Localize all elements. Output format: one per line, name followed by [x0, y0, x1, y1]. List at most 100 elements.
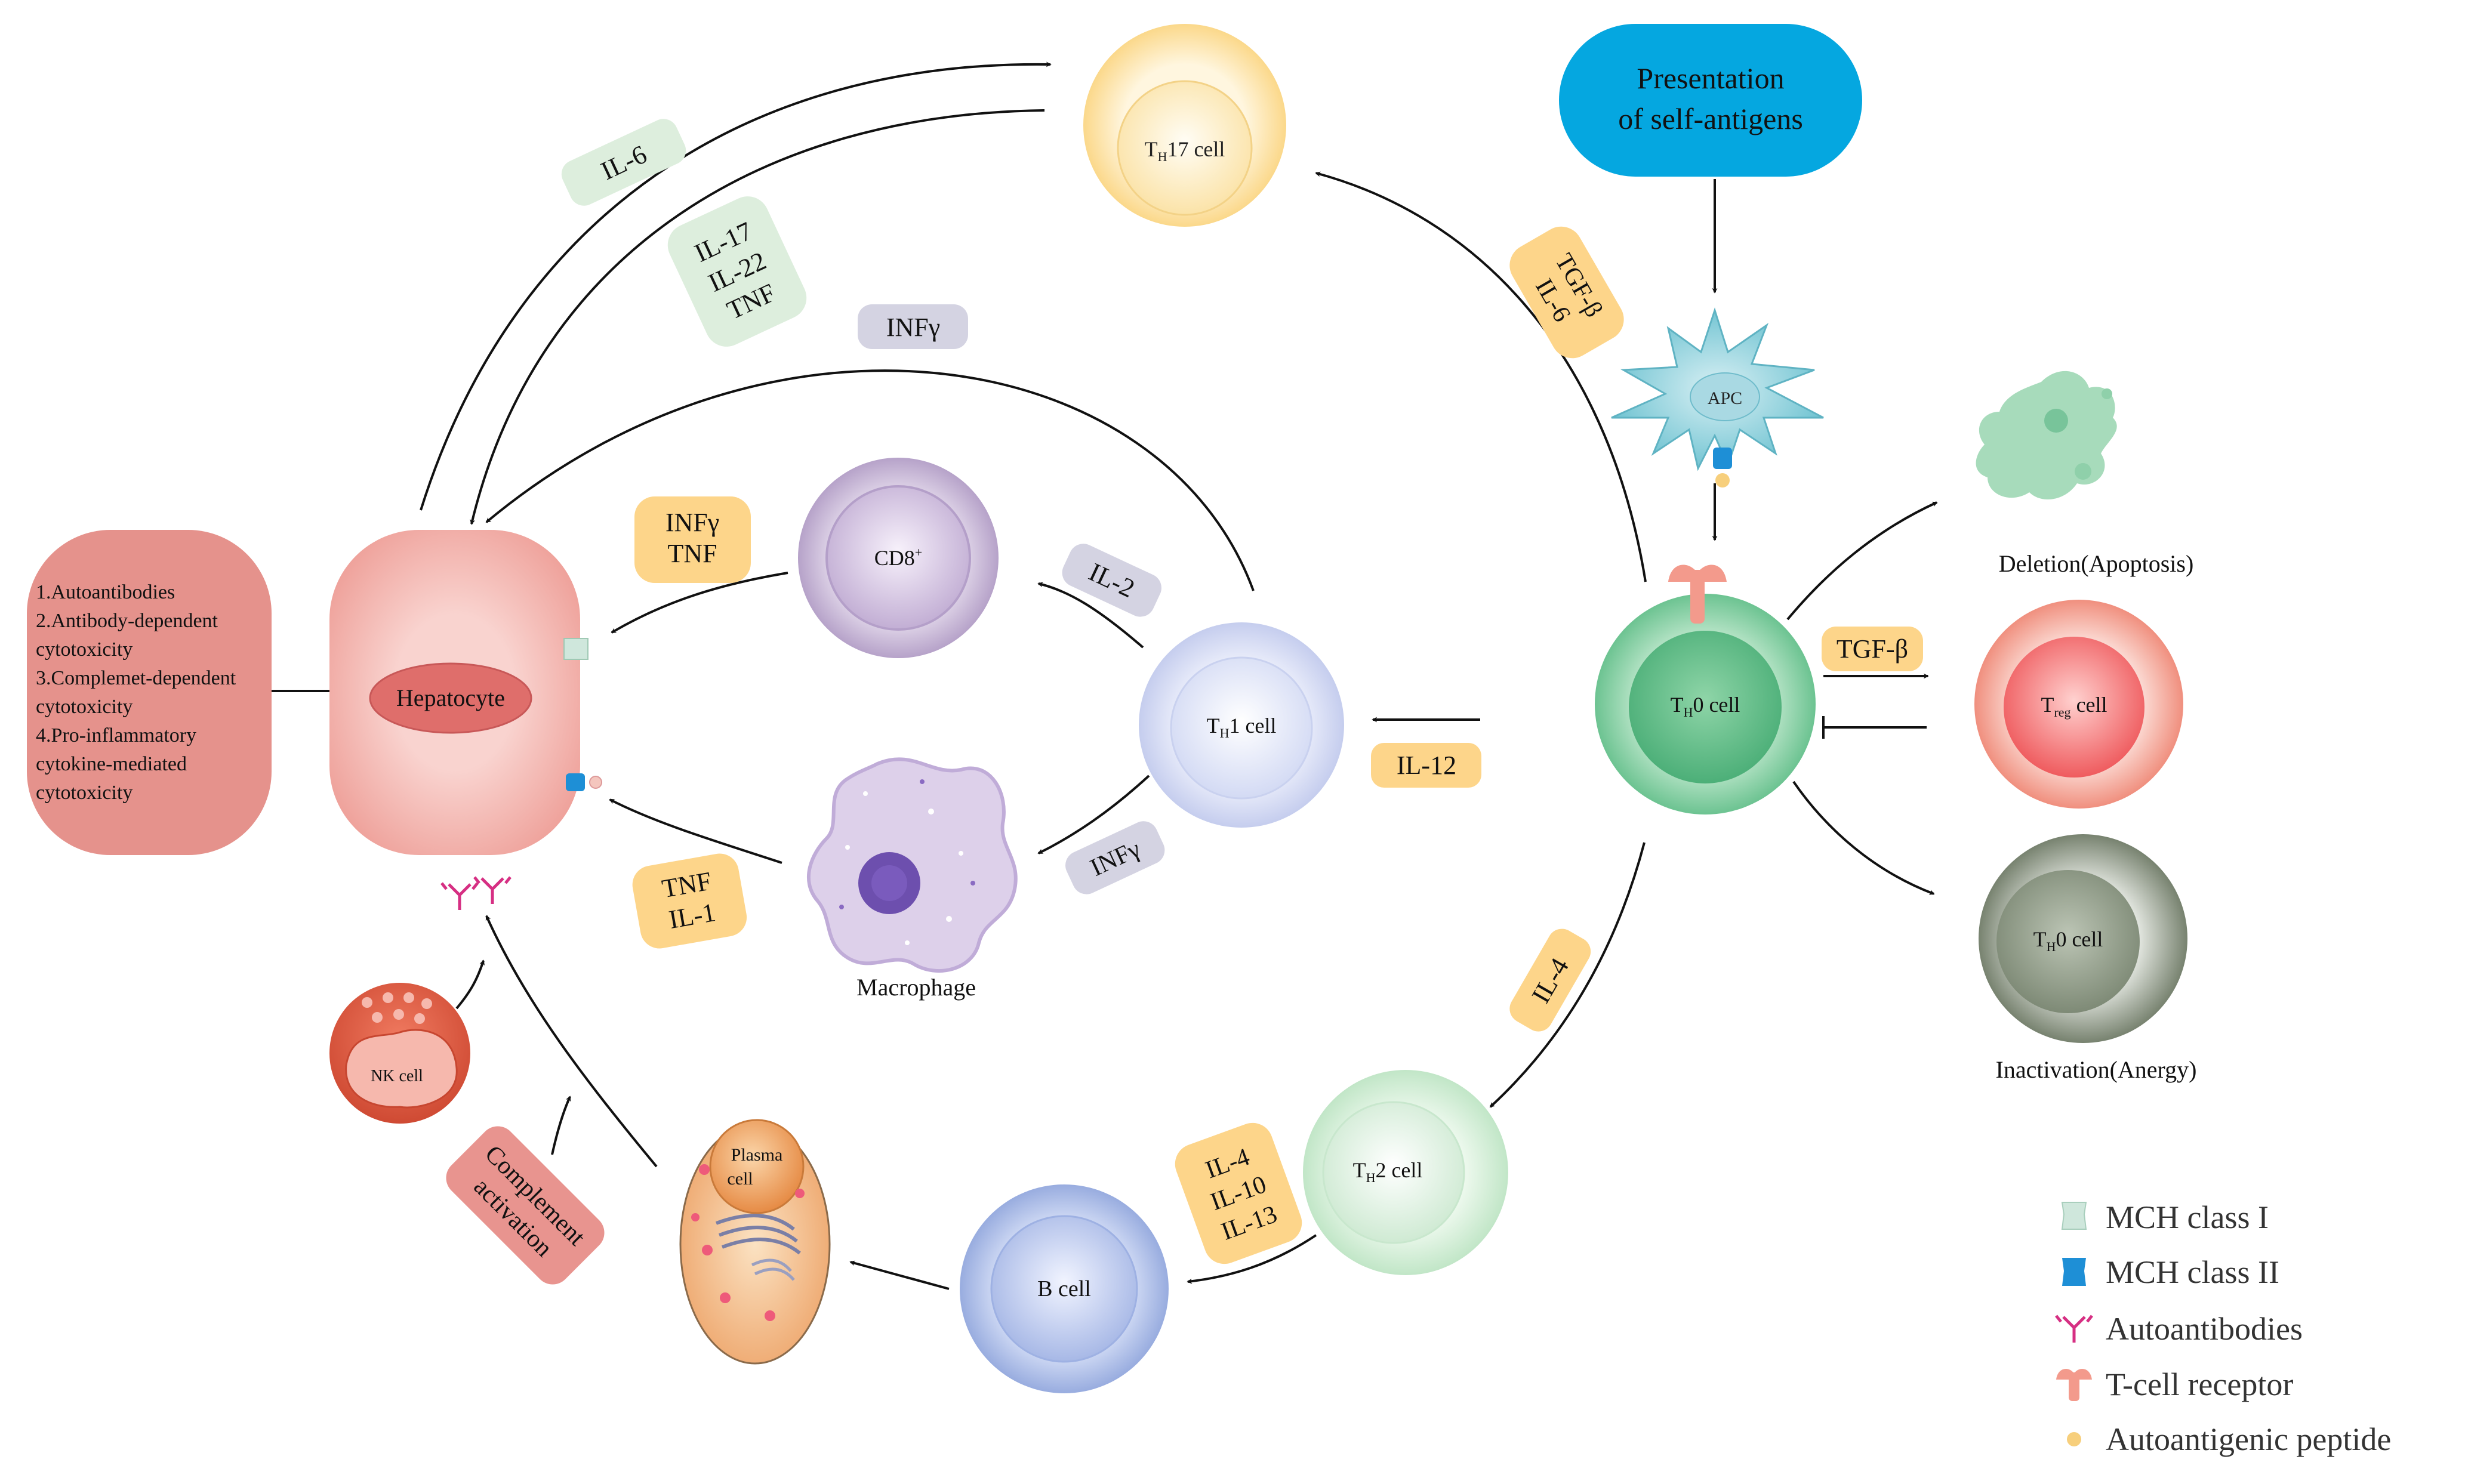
th0-cell: TH0 cell [1595, 564, 1816, 814]
mhc-class-2-icon [2062, 1258, 2086, 1286]
treg-main: T [2041, 693, 2054, 717]
autoantigenic-peptide-icon [2067, 1432, 2081, 1446]
th2-main: T [1353, 1158, 1366, 1182]
svg-text:TH1 cell: TH1 cell [1207, 714, 1277, 741]
cd8-main: CD8 [874, 546, 915, 570]
arrow-macrophage-to-hepatocyte [609, 798, 782, 864]
legend-label-autoantibodies: Autoantibodies [2106, 1311, 2303, 1347]
mhc-class-1-icon [2061, 1202, 2087, 1230]
hepatocyte-mhc-class-1 [563, 638, 588, 660]
label-infg-macrophage: INFγ [1065, 821, 1165, 894]
mechanism-line-1: 1.Autoantibodies [36, 581, 175, 603]
th0-rest: 0 cell [1693, 693, 1740, 717]
plasma-line-1: Plasma [731, 1145, 783, 1165]
anergy-main: T [2033, 927, 2047, 951]
label-tgfb-il6: TGF-β IL-6 [1509, 226, 1624, 359]
svg-text:TH2 cell: TH2 cell [1353, 1158, 1423, 1185]
legend-item-autoantigenic-peptide: Autoantigenic peptide [2067, 1421, 2391, 1457]
nk-cell-label: NK cell [371, 1067, 423, 1085]
plasma-cell: Plasma cell [679, 1119, 831, 1365]
th1-rest: 1 cell [1229, 714, 1276, 738]
mechanism-line-2: 2.Antibody-dependent [36, 610, 218, 632]
arrow-th0-to-th2 [1489, 842, 1646, 1108]
presentation-of-self-antigens-box: Presentation of self-antigens [1559, 24, 1862, 177]
macrophage-caption: Macrophage [856, 974, 976, 1001]
infg-cd8-text: INFγ [665, 508, 719, 537]
arrow-plasma-to-autoantibodies [485, 915, 658, 1168]
plasma-line-2: cell [727, 1169, 753, 1189]
mechanisms-box: 1.Autoantibodies 2.Antibody-dependent cy… [27, 530, 272, 855]
mechanism-line-3: cytotoxicity [36, 638, 133, 661]
hepatocyte-label: Hepatocyte [396, 684, 505, 711]
th1-sub: H [1220, 726, 1230, 741]
th1-main: T [1207, 714, 1220, 738]
t-cell-receptor [1668, 564, 1727, 624]
label-il4-il10-il13: IL-4 IL-10 IL-13 [1175, 1122, 1302, 1264]
svg-text:Treg cell: Treg cell [2041, 693, 2107, 720]
inhibit-treg-to-th0 [1822, 716, 1927, 739]
mechanism-line-4: 3.Complemet-dependent [36, 667, 236, 689]
treg-sub: reg [2054, 705, 2070, 720]
arrow-th2-to-b-cell [1187, 1234, 1317, 1284]
anergy-sub: H [2047, 939, 2056, 954]
legend-item-autoantibodies: Autoantibodies [2055, 1311, 2303, 1347]
th2-rest: 2 cell [1375, 1158, 1422, 1182]
label-il17-il22-tnf: IL-17 IL-22 TNF [667, 196, 807, 347]
legend-item-mhc-class-1: MCH class I [2061, 1199, 2269, 1235]
legend-label-peptide: Autoantigenic peptide [2106, 1421, 2391, 1457]
inactivation-caption: Inactivation(Anergy) [1996, 1056, 2197, 1083]
svg-text:CD8+: CD8+ [874, 545, 922, 570]
arrow-complement-up [551, 1096, 571, 1155]
arrow-th1-to-macrophage [1037, 775, 1150, 854]
label-tnf-il1: TNF IL-1 [632, 853, 747, 949]
th0-sub: H [1684, 705, 1693, 720]
label-il4: IL-4 [1509, 928, 1591, 1032]
hepatocyte-cell: Hepatocyte [329, 530, 602, 855]
tnf-cd8-text: TNF [667, 539, 717, 568]
hepatocyte-mhc-class-2 [566, 773, 585, 791]
presentation-line-2: of self-antigens [1618, 102, 1803, 135]
anergy-rest: 0 cell [2056, 927, 2103, 951]
apc-peptide [1715, 473, 1730, 488]
apc-mhc-class-2 [1713, 448, 1732, 469]
deletion-apoptotic-cell [1976, 371, 2117, 499]
th17-main: T [1145, 137, 1158, 161]
legend-label-mhc-2: MCH class II [2106, 1254, 2279, 1290]
label-infg-top: INFγ [858, 304, 968, 349]
arrow-th1-to-cd8 [1037, 582, 1144, 649]
arrows [272, 61, 1938, 1290]
label-il6: IL-6 [561, 119, 686, 206]
svg-text:TH0 cell: TH0 cell [1671, 693, 1740, 720]
legend-item-t-cell-receptor: T-cell receptor [2056, 1366, 2293, 1402]
label-complement-activation: Complement activation [446, 1126, 605, 1285]
mechanism-line-8: cytotoxicity [36, 782, 133, 804]
b-cell-label: B cell [1037, 1276, 1091, 1301]
legend: MCH class I MCH class II Autoantibodies … [2055, 1199, 2391, 1457]
label-tgfb-treg: TGF-β [1822, 627, 1923, 671]
mechanism-line-7: cytokine-mediated [36, 753, 187, 775]
anergic-th0-cell: TH0 cell [1979, 834, 2187, 1043]
deletion-caption: Deletion(Apoptosis) [1999, 550, 2194, 577]
legend-label-mhc-1: MCH class I [2106, 1199, 2269, 1235]
nk-cell: NK cell [329, 983, 470, 1124]
arrow-th0-to-anergy [1792, 780, 1935, 895]
autoantibody-icon [2055, 1315, 2093, 1343]
cd8-sup: + [915, 545, 922, 560]
arrow-th0-to-deletion [1786, 501, 1938, 621]
arrow-th0-to-th17 [1315, 171, 1647, 582]
th17-sub: H [1158, 149, 1167, 164]
svg-text:TH0 cell: TH0 cell [2033, 927, 2103, 954]
arrow-nk-to-autoantibodies [455, 959, 485, 1010]
hepatocyte-peptide [589, 776, 602, 789]
macrophage [807, 757, 1018, 973]
arrow-cd8-to-hepatocyte [611, 572, 788, 634]
th17-rest: 17 cell [1167, 137, 1225, 161]
th2-cell: TH2 cell [1303, 1070, 1508, 1275]
arrow-th1-to-hepatocyte [485, 369, 1255, 591]
label-infg-tnf: INFγ TNF [634, 496, 751, 583]
label-il2: IL-2 [1062, 544, 1161, 617]
treg-cell: Treg cell [1974, 600, 2183, 809]
th17-cell: TH17 cell [1083, 24, 1286, 227]
